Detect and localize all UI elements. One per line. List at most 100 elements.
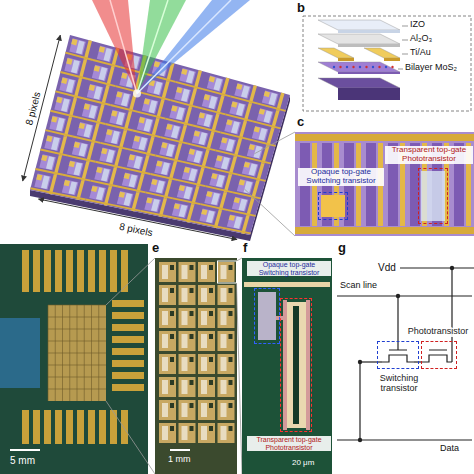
mos2-channel (39, 154, 56, 170)
pixel-cell (179, 423, 196, 443)
zoom-line (237, 283, 243, 474)
phototransistor-symbol (422, 350, 452, 362)
opaque-gate (231, 102, 237, 108)
transparent-gate (221, 157, 230, 170)
scan-electrode (113, 204, 141, 212)
mos2-channel (179, 68, 196, 84)
opaque-gate (258, 292, 276, 340)
pixel-switch (209, 380, 213, 385)
mos2-channel (242, 161, 259, 176)
transparent-gate (111, 131, 120, 144)
pixel-cell (159, 423, 176, 443)
mos2-channel (172, 203, 189, 218)
pixel-switch (190, 311, 194, 316)
pixel-cell (159, 331, 176, 351)
pixel-switch (209, 288, 213, 293)
pixel-switch (170, 265, 174, 270)
leader-line (402, 40, 408, 41)
pixel-window (162, 288, 168, 302)
pixel-window (221, 426, 227, 440)
scan-line (337, 295, 472, 296)
pixel-window (162, 380, 168, 394)
bond-pad (66, 250, 73, 292)
bond-pad (88, 250, 95, 292)
pixel-switch (170, 311, 174, 316)
bond-pad (110, 410, 117, 444)
laser-spot (133, 89, 141, 97)
scan-electrode (195, 221, 223, 229)
dashed-callout-box: Transparent top-gate Phototransistor (418, 168, 448, 224)
electrode-layer (338, 58, 354, 61)
scale-label: 1 mm (168, 455, 191, 465)
pixel-cell (198, 262, 215, 282)
scale-bar (170, 449, 190, 451)
dimension-arrow (23, 35, 61, 181)
transparent-gate (181, 89, 190, 102)
bond-pad (66, 410, 73, 444)
layer-label: IZO (410, 20, 425, 30)
mos2-channel (144, 197, 161, 212)
transparent-gate (134, 156, 143, 169)
bond-pad (77, 410, 84, 444)
pixel-window (221, 380, 227, 394)
pixel-switch (190, 403, 194, 408)
opaque-gate (91, 186, 97, 192)
callout-label: Transparent top-gate Phototransistor (385, 146, 473, 164)
pixel-cell (198, 423, 215, 443)
opaque-gate (211, 173, 217, 179)
mos2-channel (149, 179, 166, 194)
transparent-gate (104, 48, 113, 61)
scan-electrode (58, 193, 86, 201)
wire (451, 268, 452, 362)
opaque-gate (111, 110, 117, 116)
pixel-switch (229, 334, 233, 339)
pixel-switch (190, 380, 194, 385)
dashed-callout-box: Opaque top-gate Switching transistor (318, 192, 348, 220)
mos2-channel (219, 137, 236, 152)
mos2-channel (252, 126, 269, 141)
transparent-gate (61, 99, 70, 112)
mos2-channel (137, 117, 154, 133)
zoom-box (218, 261, 237, 283)
pixel-cell (159, 400, 176, 420)
mos2-channel (207, 76, 224, 92)
leader-line (402, 54, 408, 55)
zoom-line (106, 258, 155, 305)
opaque-gate (229, 215, 235, 221)
transparent-gate (216, 175, 225, 188)
mos2-channel (94, 166, 111, 182)
transparent-gate (206, 211, 215, 223)
dashed-callout-box: Phototransistor (421, 341, 457, 369)
bond-pad (44, 250, 51, 292)
atom-dot (378, 66, 380, 68)
drain-electrode (306, 300, 310, 430)
pixel-cell (218, 331, 235, 351)
pixel-cell (159, 285, 176, 305)
opaque-gate (194, 131, 200, 137)
mos2-channel (192, 130, 209, 146)
mos2-channel (177, 185, 194, 200)
pixel-window (182, 334, 188, 348)
opaque-gate (264, 91, 270, 97)
leader-line (398, 69, 403, 70)
bond-pad (112, 384, 144, 391)
izo-layer (318, 20, 400, 30)
pixel-window (221, 288, 227, 302)
mos2-channel (247, 144, 264, 159)
bond-pad (77, 250, 84, 292)
zoom-line (237, 258, 243, 261)
opaque-gate (244, 162, 250, 168)
transparent-gate (84, 124, 93, 137)
panel-letter: g (338, 241, 346, 255)
mos2-layer (318, 62, 400, 72)
scan-electrode (85, 199, 113, 207)
pixel-cell (198, 285, 215, 305)
zoom-line (244, 189, 295, 236)
pixel-switch (229, 403, 233, 408)
transparent-gate (264, 111, 273, 124)
opaque-gate (36, 174, 42, 180)
mos2-channel (187, 148, 204, 163)
pixel-window (162, 265, 168, 279)
